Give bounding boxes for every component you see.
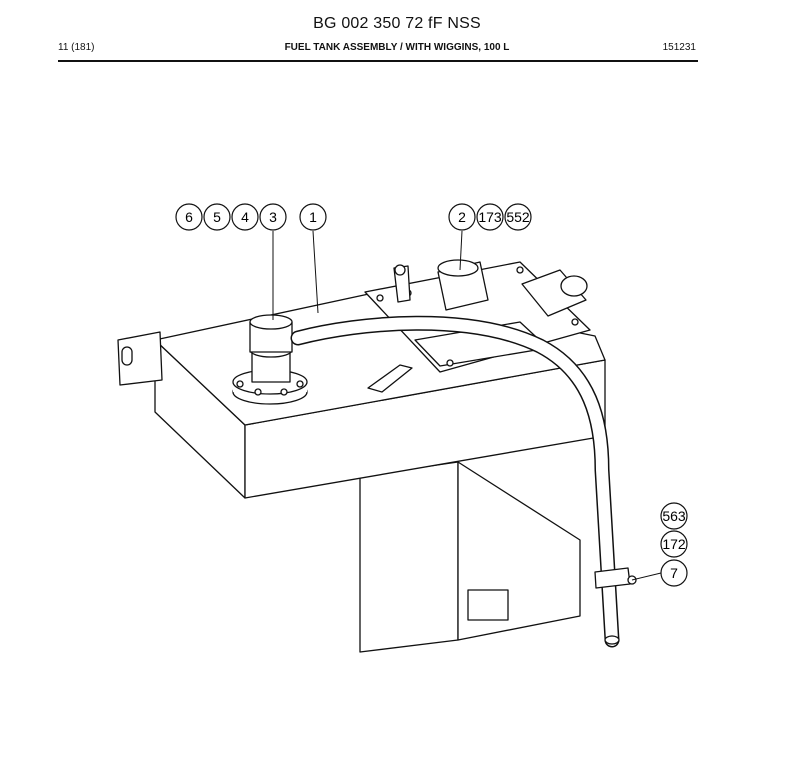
leader-lines bbox=[272, 230, 662, 581]
elbow-fitting bbox=[393, 259, 588, 317]
callout-172: 172 bbox=[660, 530, 688, 558]
assembly-title: FUEL TANK ASSEMBLY / WITH WIGGINS, 100 L bbox=[284, 42, 510, 53]
document-code: 151231 bbox=[662, 42, 696, 53]
svg-text:173: 173 bbox=[478, 209, 502, 225]
callout-4: 4 bbox=[231, 203, 259, 231]
svg-text:552: 552 bbox=[506, 209, 530, 225]
header-rule bbox=[58, 60, 698, 62]
callout-6: 6 bbox=[175, 203, 203, 231]
tank-lower-body bbox=[359, 461, 581, 653]
callout-173: 173 bbox=[476, 203, 504, 231]
callout-552: 552 bbox=[504, 203, 532, 231]
mounting-bracket bbox=[117, 331, 163, 386]
callout-1: 1 bbox=[299, 203, 327, 231]
callout-2: 2 bbox=[448, 203, 476, 231]
document-title: BG 002 350 72 fF NSS bbox=[313, 15, 481, 32]
fuel-hose bbox=[290, 315, 637, 648]
svg-text:6: 6 bbox=[185, 209, 193, 225]
callout-7: 7 bbox=[660, 559, 688, 587]
callout-5: 5 bbox=[203, 203, 231, 231]
svg-text:172: 172 bbox=[662, 536, 686, 552]
svg-text:563: 563 bbox=[662, 508, 686, 524]
top-skid bbox=[367, 364, 413, 393]
filler-neck bbox=[232, 314, 308, 405]
svg-text:1: 1 bbox=[309, 209, 317, 225]
svg-text:2: 2 bbox=[458, 209, 466, 225]
svg-text:4: 4 bbox=[241, 209, 249, 225]
svg-text:3: 3 bbox=[269, 209, 277, 225]
svg-text:7: 7 bbox=[670, 565, 678, 581]
callout-3: 3 bbox=[259, 203, 287, 231]
callouts: 6 5 4 3 1 2 173 552 bbox=[175, 203, 688, 587]
svg-text:5: 5 bbox=[213, 209, 221, 225]
page-number: 11 (181) bbox=[58, 42, 95, 53]
callout-563: 563 bbox=[660, 502, 688, 530]
